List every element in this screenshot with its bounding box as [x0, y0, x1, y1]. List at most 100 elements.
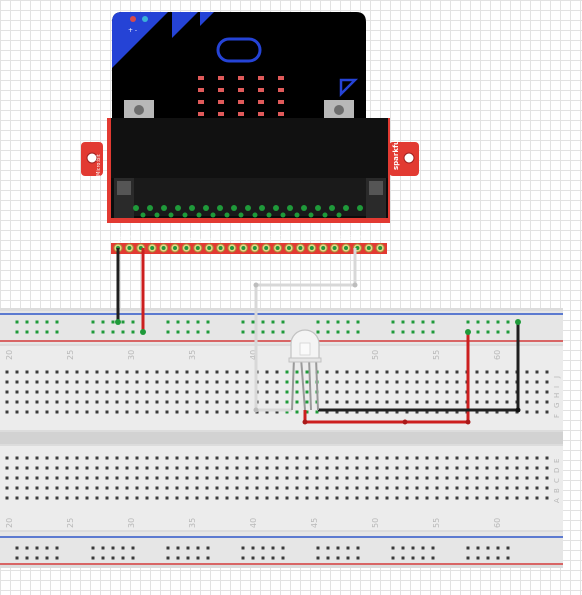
- row-label: G: [553, 403, 561, 408]
- power-rail-hole: [131, 330, 135, 334]
- breadboard-hole: [85, 390, 89, 394]
- breadboard-hole: [455, 496, 459, 500]
- power-rail-hole: [111, 546, 115, 550]
- breadboard-hole: [255, 466, 259, 470]
- breadboard-hole: [5, 400, 9, 404]
- breadboard-hole: [455, 400, 459, 404]
- power-rail-hole: [421, 330, 425, 334]
- edge-contact: [343, 205, 349, 211]
- header-pin-hole: [366, 246, 371, 250]
- power-rail-hole: [206, 556, 210, 560]
- power-rail-hole: [166, 546, 170, 550]
- breadboard-hole: [205, 476, 209, 480]
- breadboard-hole: [215, 456, 219, 460]
- breadboard-hole: [305, 410, 309, 414]
- breadboard-hole: [355, 400, 359, 404]
- breadboard-hole: [105, 456, 109, 460]
- breadboard-hole: [105, 370, 109, 374]
- breadboard-hole: [305, 390, 309, 394]
- breadboard-hole: [175, 466, 179, 470]
- breadboard-hole: [335, 390, 339, 394]
- breadboard-hole: [365, 370, 369, 374]
- edge-contact: [294, 212, 300, 218]
- breadboard-hole: [165, 466, 169, 470]
- breadboard-hole: [85, 486, 89, 490]
- breadboard-hole: [145, 456, 149, 460]
- breadboard-hole: [415, 380, 419, 384]
- power-rail-hole: [25, 556, 29, 560]
- breadboard-hole: [505, 380, 509, 384]
- breadboard-hole: [535, 380, 539, 384]
- breadboard-hole: [155, 390, 159, 394]
- col-label: 60: [493, 350, 502, 360]
- breadboard-hole: [415, 400, 419, 404]
- breadboard-hole: [95, 390, 99, 394]
- breadboard-hole: [75, 370, 79, 374]
- breadboard-hole: [245, 390, 249, 394]
- breadboard-hole: [385, 456, 389, 460]
- pin-label: P6: [210, 237, 215, 243]
- breadboard-holes: [5, 320, 549, 560]
- breadboard-hole: [385, 400, 389, 404]
- breadboard-hole: [275, 410, 279, 414]
- breadboard-hole: [95, 476, 99, 480]
- column-numbers-bottom: 20 25 30 35 40 45 50 55 60: [5, 518, 502, 528]
- breadboard-hole: [365, 486, 369, 490]
- breadboard-hole: [425, 410, 429, 414]
- wire-bend: [253, 407, 259, 413]
- breadboard-hole: [95, 410, 99, 414]
- breadboard-hole: [135, 466, 139, 470]
- power-rail-hole: [476, 546, 480, 550]
- wire-bend: [515, 407, 521, 413]
- header-pin-hole: [184, 246, 189, 250]
- breadboard-hole: [375, 400, 379, 404]
- led-leg: [308, 357, 312, 411]
- power-rail-hole: [131, 320, 135, 324]
- breadboard-hole: [445, 390, 449, 394]
- breadboard-hole: [65, 456, 69, 460]
- breadboard-hole: [105, 380, 109, 384]
- power-rail-hole: [431, 320, 435, 324]
- breadboard-hole: [75, 400, 79, 404]
- col-label: 20: [5, 518, 14, 528]
- breadboard-hole: [185, 410, 189, 414]
- pin-label: P10: [256, 235, 261, 243]
- breadboard-hole: [235, 410, 239, 414]
- breadboard-hole: [375, 390, 379, 394]
- breadboard-hole: [155, 476, 159, 480]
- breadboard-hole: [435, 466, 439, 470]
- breadboard-hole: [535, 486, 539, 490]
- breadboard-hole: [105, 410, 109, 414]
- breadboard-hole: [185, 466, 189, 470]
- breadboard-hole: [295, 370, 299, 374]
- breadboard-hole: [535, 456, 539, 460]
- power-rail-hole: [121, 320, 125, 324]
- breadboard-hole: [335, 380, 339, 384]
- power-rail-hole: [496, 330, 500, 334]
- header-pin-hole: [344, 246, 348, 250]
- breadboard-hole: [285, 390, 289, 394]
- breadboard-hole: [165, 476, 169, 480]
- power-rail-hole: [251, 320, 255, 324]
- pin-label: P9: [245, 237, 250, 243]
- breadboard-hole: [155, 456, 159, 460]
- power-rail-hole: [206, 546, 210, 550]
- microbit-side-label: Micro:bit: [96, 154, 102, 176]
- breadboard-hole: [165, 456, 169, 460]
- power-rail-hole: [281, 546, 285, 550]
- header-pin-hole: [195, 246, 200, 250]
- breadboard-hole: [525, 476, 529, 480]
- power-rail-hole: [196, 320, 200, 324]
- breadboard-hole: [45, 466, 49, 470]
- breadboard-hole: [5, 486, 9, 490]
- power-rail-hole: [251, 546, 255, 550]
- breadboard-hole: [255, 456, 259, 460]
- row-label: F: [553, 414, 561, 418]
- breadboard-hole: [385, 476, 389, 480]
- breadboard-hole: [35, 456, 39, 460]
- edge-contact: [168, 212, 174, 218]
- breadboard-hole: [105, 400, 109, 404]
- power-rail-hole: [476, 556, 480, 560]
- breadboard-hole: [15, 476, 19, 480]
- breadboard-hole: [145, 390, 149, 394]
